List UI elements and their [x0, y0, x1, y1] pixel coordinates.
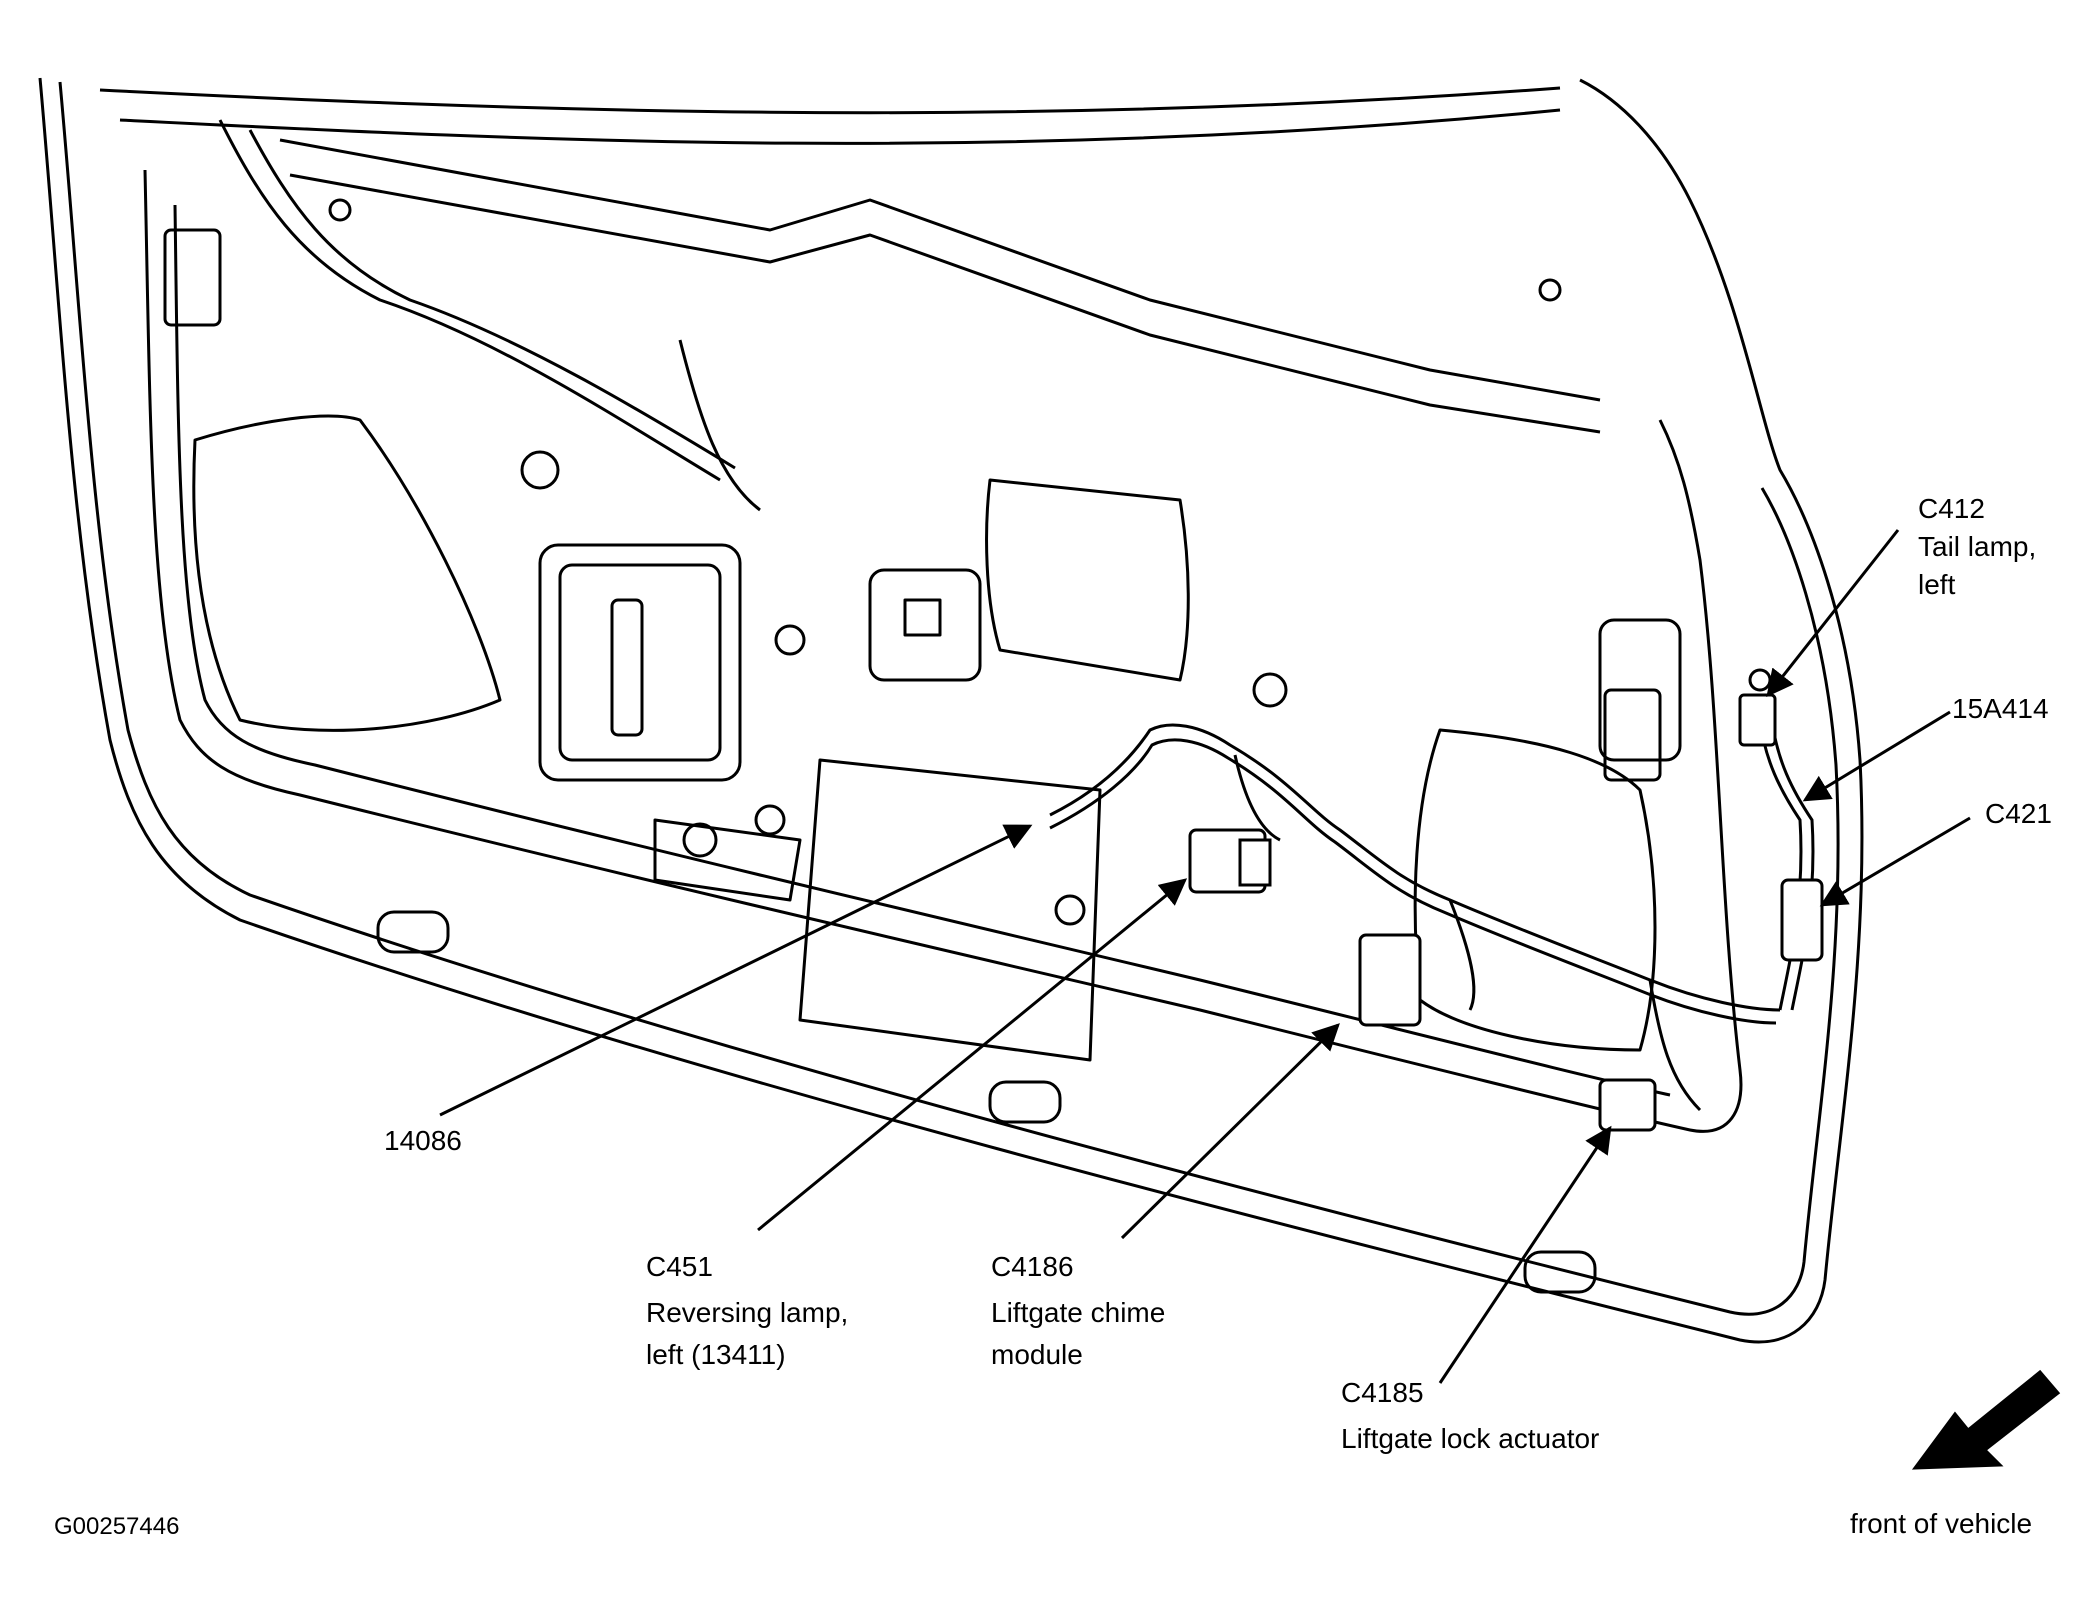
- leader-14086: [439, 824, 1033, 1117]
- callout-15a414-code: 15A414: [1952, 693, 2049, 724]
- leader-c421: [1819, 816, 1971, 907]
- callout-c412-line1: Tail lamp,: [1918, 531, 2037, 562]
- callout-c4185: C4185 Liftgate lock actuator: [1341, 1372, 1599, 1460]
- leader-c451: [757, 878, 1188, 1232]
- callout-c4186-code: C4186: [991, 1251, 1074, 1282]
- callout-14086-code: 14086: [384, 1125, 462, 1156]
- callout-c412-line2: left: [1918, 569, 1956, 600]
- callout-c421-code: C421: [1985, 798, 2052, 829]
- callout-c4185-code: C4185: [1341, 1377, 1424, 1408]
- callout-c4186-line2: module: [991, 1339, 1083, 1370]
- callout-c451-line2: left (13411): [646, 1339, 786, 1370]
- leader-c4185: [1438, 1125, 1612, 1384]
- callout-c412: C412 Tail lamp, left: [1918, 488, 2036, 606]
- callout-c412-code: C412: [1918, 493, 1985, 524]
- orientation-label: front of vehicle: [1850, 1503, 2032, 1545]
- callout-c421: C421: [1985, 793, 2052, 835]
- leader-15a414: [1802, 710, 1951, 802]
- orientation-label-text: front of vehicle: [1850, 1508, 2033, 1539]
- figure-id: G00257446: [54, 1506, 179, 1548]
- callout-c4186-line1: Liftgate chime: [991, 1297, 1166, 1328]
- callout-c451-code: C451: [646, 1251, 713, 1282]
- callout-15a414: 15A414: [1952, 688, 2049, 730]
- wire-harness: [1049, 719, 1815, 1112]
- leader-c412: [1766, 529, 1900, 698]
- connectors: [1188, 693, 1824, 1132]
- leader-c4186: [1120, 1023, 1340, 1240]
- callout-c4186: C4186 Liftgate chime module: [991, 1246, 1165, 1376]
- callout-14086: 14086: [384, 1120, 462, 1162]
- callout-c451-line1: Reversing lamp,: [646, 1297, 849, 1328]
- callout-c451: C451 Reversing lamp, left (13411): [646, 1246, 848, 1376]
- front-of-vehicle-arrow-icon: [1911, 1369, 2061, 1470]
- leader-lines: [439, 529, 1971, 1384]
- liftgate-outline: [38, 77, 1864, 1344]
- figure-id-text: G00257446: [54, 1513, 180, 1540]
- callout-c4185-line1: Liftgate lock actuator: [1341, 1423, 1600, 1454]
